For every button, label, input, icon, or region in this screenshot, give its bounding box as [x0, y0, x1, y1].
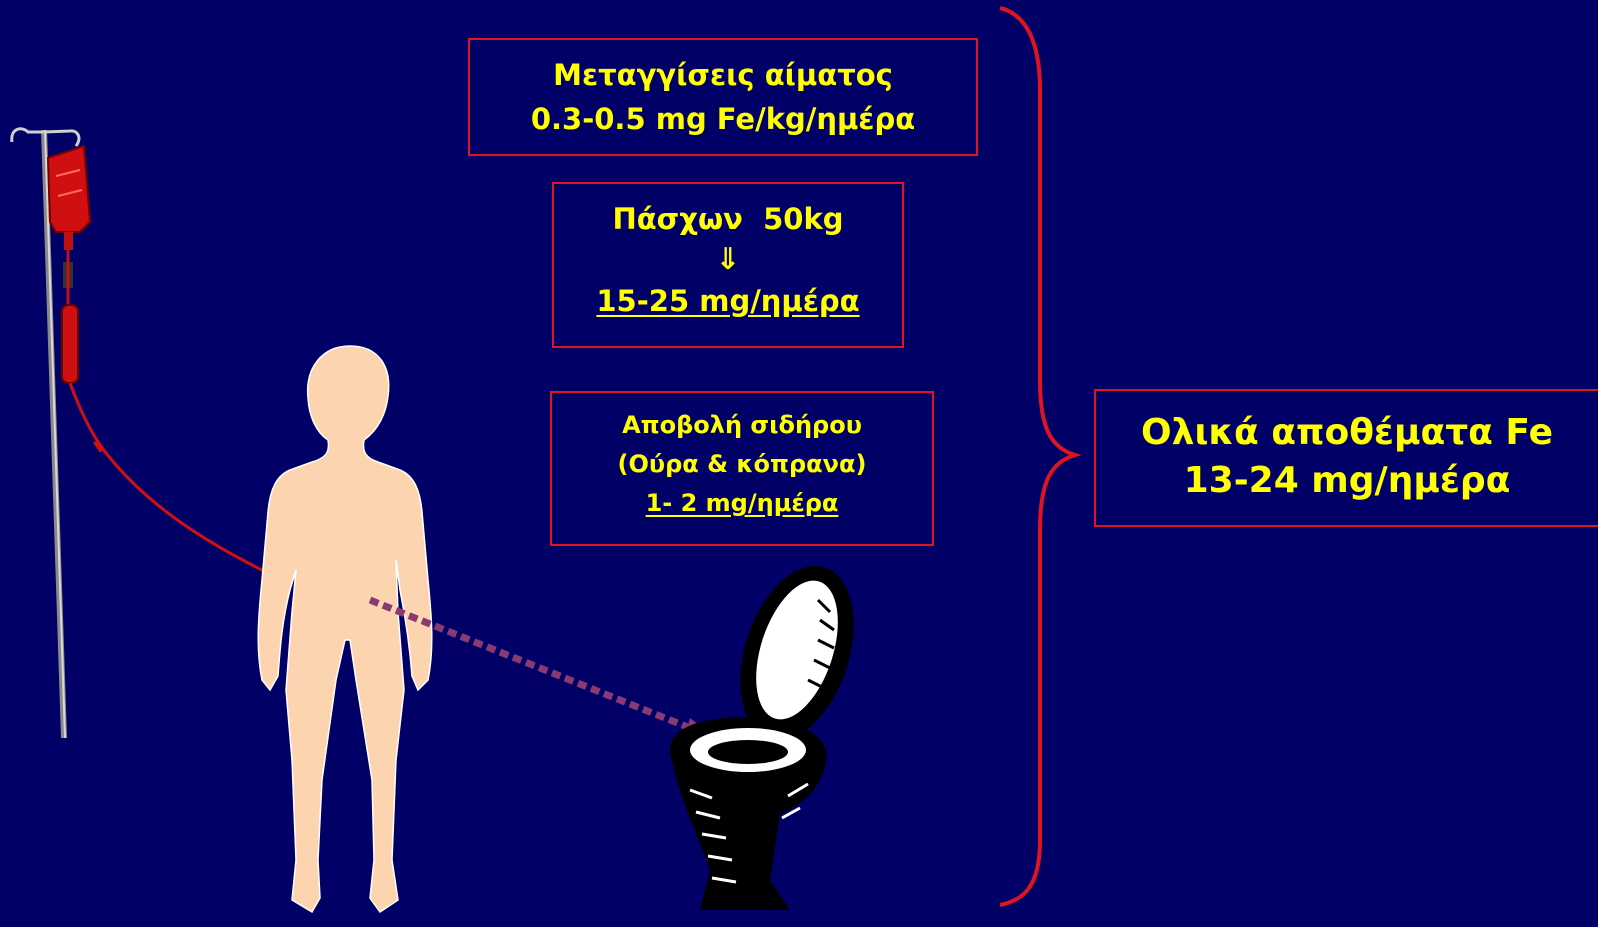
total-iron-rate: 13-24 mg/ημέρα — [1096, 457, 1598, 505]
transfusion-rate: 0.3-0.5 mg Fe/kg/ημέρα — [470, 97, 976, 141]
curly-brace-icon — [1000, 8, 1075, 905]
patient-box: Πάσχων 50kg ⇓ 15-25 mg/ημέρα — [552, 182, 904, 348]
total-iron-box: Ολικά αποθέματα Fe 13-24 mg/ημέρα — [1094, 389, 1598, 527]
excretion-box: Αποβολή σιδήρου (Ούρα & κόπρανα) 1- 2 mg… — [550, 391, 934, 546]
total-iron-title: Ολικά αποθέματα Fe — [1096, 409, 1598, 457]
patient-daily-intake: 15-25 mg/ημέρα — [554, 279, 902, 323]
excretion-sources: (Ούρα & κόπρανα) — [552, 445, 932, 484]
transfusion-box: Μεταγγίσεις αίματος 0.3-0.5 mg Fe/kg/ημέ… — [468, 38, 978, 156]
excretion-title: Αποβολή σιδήρου — [552, 406, 932, 445]
toilet-icon — [670, 551, 874, 910]
blood-bag-icon — [48, 146, 272, 575]
person-silhouette-icon — [258, 346, 432, 912]
patient-weight: Πάσχων 50kg — [554, 197, 902, 241]
excretion-rate: 1- 2 mg/ημέρα — [552, 484, 932, 523]
transfusion-title: Μεταγγίσεις αίματος — [470, 53, 976, 97]
down-arrow-icon: ⇓ — [554, 241, 902, 279]
